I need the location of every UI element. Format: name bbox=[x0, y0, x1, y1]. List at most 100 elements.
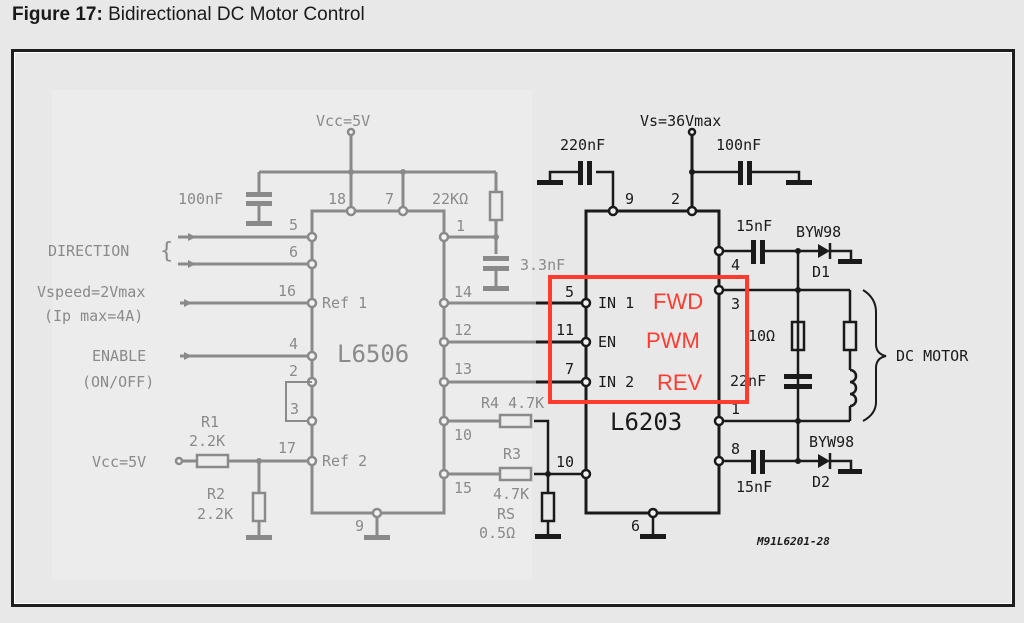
pin-label: 17 bbox=[278, 439, 296, 457]
pin-12 bbox=[438, 336, 450, 348]
arrow-icon bbox=[184, 299, 192, 307]
r1-name: R1 bbox=[201, 413, 219, 431]
pin-label: 7 bbox=[385, 190, 394, 208]
ref2-label: Ref 2 bbox=[322, 452, 367, 470]
figure-ref-code: M91L6201-28 bbox=[756, 535, 830, 548]
bootstrap-top-label: 15nF bbox=[736, 217, 772, 235]
motor-inductance bbox=[849, 368, 858, 408]
pin-14 bbox=[438, 297, 450, 309]
junction bbox=[795, 458, 801, 464]
junction bbox=[493, 234, 499, 240]
ground-symbol bbox=[838, 469, 862, 474]
junction bbox=[400, 169, 406, 175]
pin-label: 4 bbox=[289, 335, 298, 353]
pin-13 bbox=[438, 376, 450, 388]
rev-annotation: REV bbox=[657, 370, 703, 395]
ip-max-label: (Ip max=4A) bbox=[44, 307, 143, 325]
pin-15 bbox=[438, 468, 450, 480]
pin-label: 3 bbox=[731, 295, 740, 313]
rs-name: RS bbox=[497, 505, 515, 523]
pin-label: 2 bbox=[289, 362, 298, 380]
capacitor-plate bbox=[751, 240, 756, 264]
wire bbox=[548, 170, 578, 180]
vcc-terminal bbox=[346, 127, 356, 137]
diode-top-label: BYW98 bbox=[796, 223, 841, 241]
pin-label: 3 bbox=[290, 400, 299, 418]
timing-resistor-label: 22KΩ bbox=[432, 190, 468, 208]
pin-label: 18 bbox=[328, 190, 346, 208]
figure-frame bbox=[11, 49, 1015, 607]
highlight-annotation: FWD PWM REV bbox=[548, 275, 749, 404]
pin-label: 13 bbox=[454, 360, 472, 378]
pin-10 bbox=[580, 468, 592, 480]
diode-d1 bbox=[818, 244, 830, 258]
decoupling-cap-label: 100nF bbox=[178, 190, 223, 208]
pin-label: 14 bbox=[454, 283, 472, 301]
capacitor-plate bbox=[483, 266, 509, 271]
vcc-terminal bbox=[174, 456, 184, 466]
capacitor-plate bbox=[760, 240, 765, 264]
pin-11 bbox=[580, 336, 592, 348]
arrow-icon bbox=[188, 233, 196, 241]
capacitor-plate bbox=[760, 450, 765, 474]
capacitor-plate bbox=[587, 161, 592, 185]
pin-label: 5 bbox=[565, 283, 574, 301]
r3-value: 4.7K bbox=[493, 485, 529, 503]
junction bbox=[348, 169, 354, 175]
wire bbox=[534, 419, 550, 474]
dc-motor-label: DC MOTOR bbox=[896, 347, 969, 365]
motor-brace bbox=[862, 289, 887, 422]
pin-1 bbox=[713, 415, 725, 427]
capacitor-plate bbox=[578, 161, 583, 185]
capacitor-plate bbox=[246, 192, 272, 197]
pin-8 bbox=[713, 455, 725, 467]
direction-brace: { bbox=[160, 239, 173, 264]
ground-symbol bbox=[246, 221, 272, 226]
pin-label: 6 bbox=[631, 517, 640, 535]
wire bbox=[596, 170, 615, 211]
in1-label: IN 1 bbox=[598, 294, 634, 312]
resistor-r4 bbox=[498, 413, 533, 429]
vs-label: Vs=36Vmax bbox=[640, 112, 721, 130]
vcc-ref-label: Vcc=5V bbox=[92, 453, 146, 471]
vs-terminal bbox=[687, 127, 697, 137]
pin-6 bbox=[306, 258, 318, 270]
fwd-annotation: FWD bbox=[653, 289, 703, 314]
figure-caption: Bidirectional DC Motor Control bbox=[102, 4, 365, 25]
pin-2 bbox=[686, 205, 698, 217]
pin-label: 10 bbox=[556, 453, 574, 471]
pin-9 bbox=[371, 507, 383, 519]
capacitor-plate bbox=[483, 256, 509, 261]
ground-symbol bbox=[483, 286, 509, 291]
pin-label: 9 bbox=[355, 517, 364, 535]
r3-name: R3 bbox=[503, 445, 521, 463]
highlight-box bbox=[548, 275, 749, 404]
pin-label: 4 bbox=[731, 256, 740, 274]
diode-bottom-ref: D2 bbox=[812, 473, 830, 491]
cap-100nf-label: 100nF bbox=[716, 136, 761, 154]
ground-symbol bbox=[537, 180, 563, 185]
cap-220nf-label: 220nF bbox=[560, 136, 605, 154]
capacitor-plate bbox=[751, 450, 756, 474]
l6203-body bbox=[584, 209, 721, 515]
l6506-vcc-label: Vcc=5V bbox=[316, 112, 370, 130]
pin-label: 8 bbox=[731, 440, 740, 458]
pin-label: 12 bbox=[454, 321, 472, 339]
l6203-block: L6203 Vs=36Vmax 100nF 220nF 9 2 5 IN 1 1… bbox=[537, 112, 969, 548]
pin-4 bbox=[713, 245, 725, 257]
r1-value: 2.2K bbox=[189, 432, 225, 450]
l6506-label: L6506 bbox=[337, 340, 409, 368]
pin-10 bbox=[438, 415, 450, 427]
ground-symbol bbox=[786, 180, 812, 185]
en-label: EN bbox=[598, 333, 616, 351]
vspeed-label: Vspeed=2Vmax bbox=[37, 283, 145, 301]
diode-d2 bbox=[818, 454, 830, 468]
pin-label: 5 bbox=[289, 216, 298, 234]
snubber-r-label: 10Ω bbox=[748, 327, 775, 345]
diode-bottom-label: BYW98 bbox=[809, 433, 854, 451]
capacitor-plate bbox=[784, 384, 812, 389]
enable-label: ENABLE bbox=[92, 347, 146, 365]
pin-label: 7 bbox=[565, 360, 574, 378]
pin-2-3-link bbox=[285, 381, 312, 422]
pin-4 bbox=[306, 350, 318, 362]
